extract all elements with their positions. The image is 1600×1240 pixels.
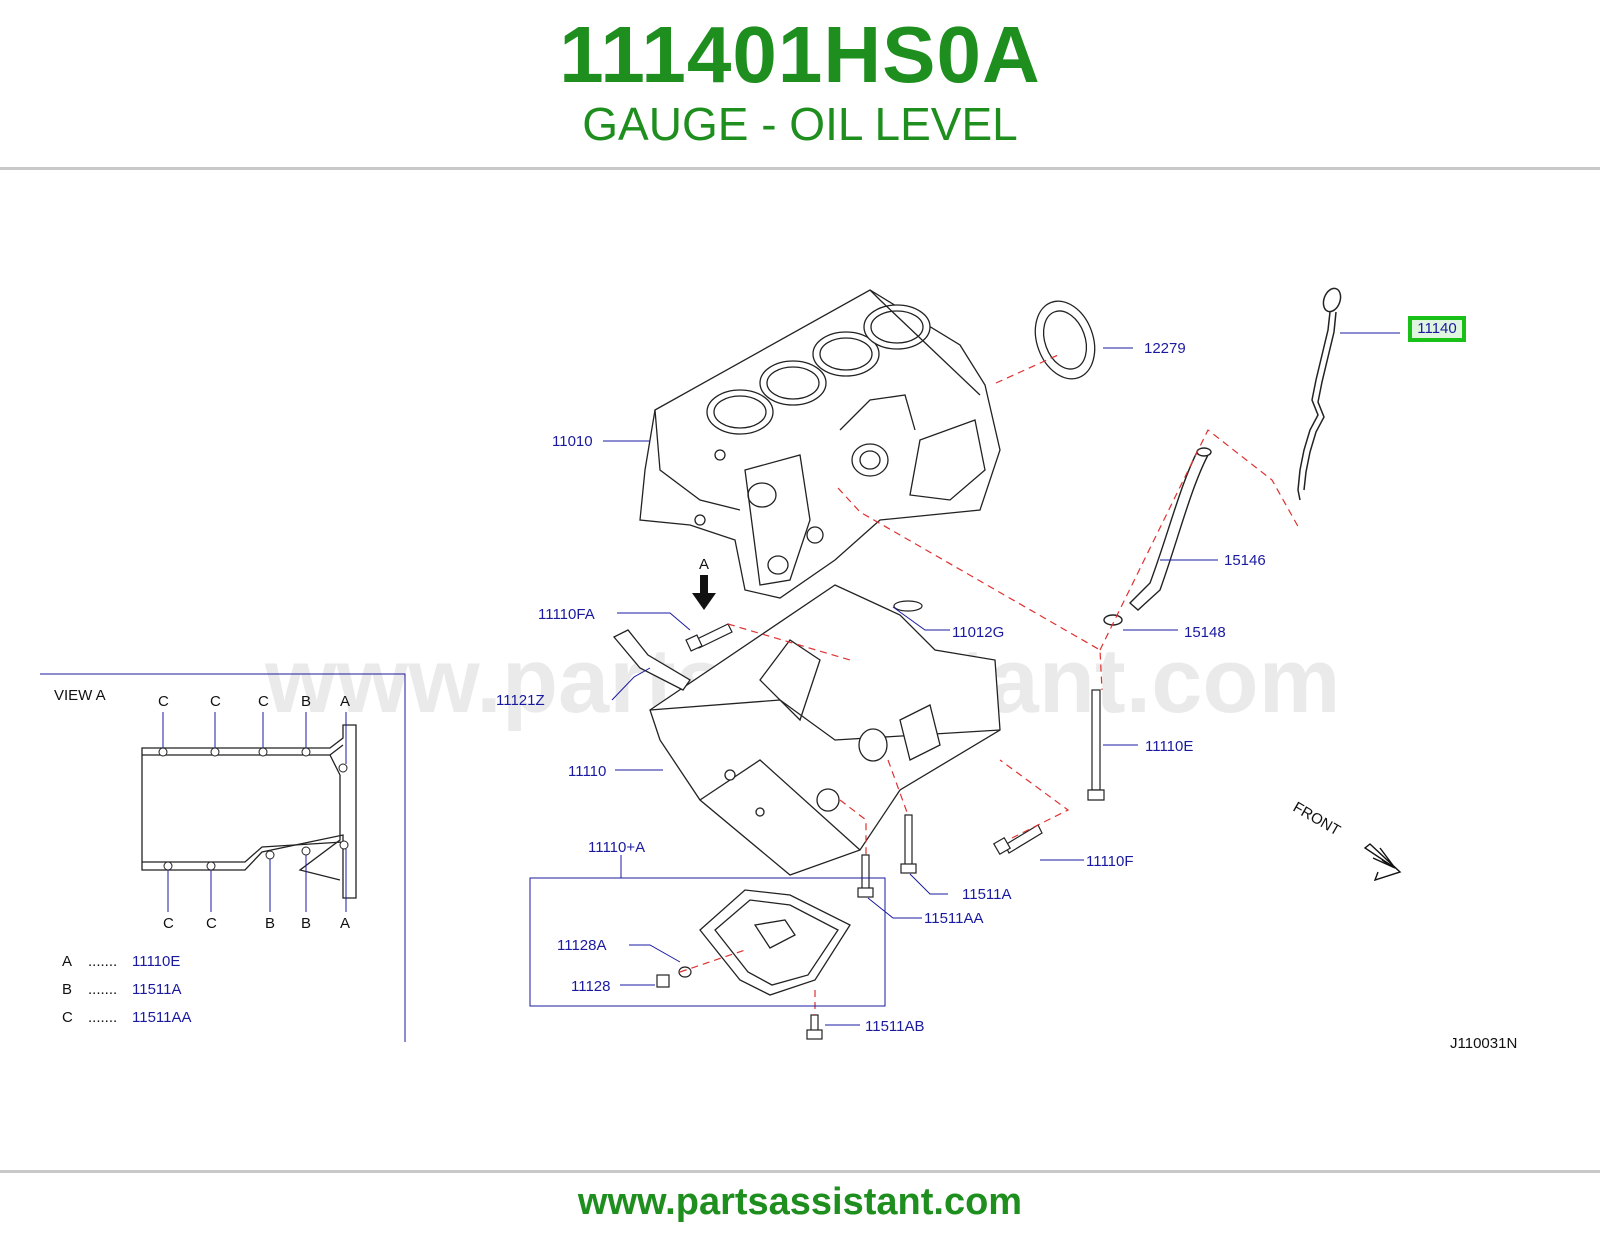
diagram-code: J110031N	[1450, 1035, 1517, 1052]
part-number-title: 111401HS0A	[559, 10, 1041, 99]
view-a-bolt-markers	[158, 747, 349, 871]
view-bottom-letter: C	[163, 915, 174, 932]
view-a-title: VIEW A	[54, 687, 106, 704]
callout-11110fa[interactable]: 11110FA	[538, 606, 595, 623]
legend-part-link[interactable]: 11511A	[132, 981, 182, 998]
view-arrow-a	[692, 575, 716, 610]
baffle-plate-drawing	[612, 629, 691, 691]
footer-divider	[0, 1170, 1600, 1173]
legend-part-link[interactable]: 11511AA	[132, 1009, 192, 1026]
callout-11010[interactable]: 11010	[552, 433, 593, 450]
callout-11121z[interactable]: 11121Z	[496, 692, 545, 709]
legend-key: C	[62, 1009, 73, 1026]
callout-11128a[interactable]: 11128A	[557, 937, 607, 954]
view-a-marker-leaders	[162, 712, 347, 912]
legend-dots: .......	[88, 1009, 117, 1026]
callout-leaders	[603, 332, 1400, 1026]
exploded-view-drawing: www.partsassistant.com	[40, 287, 1517, 1052]
view-a-panel: VIEW A C C C B A C C B B A A ....... 111…	[40, 673, 406, 1042]
callout-11511a[interactable]: 11511A	[962, 886, 1012, 903]
part-name-subtitle: GAUGE - OIL LEVEL	[582, 98, 1018, 150]
callout-11110e[interactable]: 11110E	[1145, 738, 1193, 755]
view-top-letter: C	[210, 693, 221, 710]
view-bottom-letter: A	[340, 915, 350, 932]
header-divider	[0, 167, 1600, 170]
callout-11110[interactable]: 11110	[568, 763, 606, 780]
view-top-letter: A	[340, 693, 350, 710]
callout-11012g[interactable]: 11012G	[952, 624, 1004, 641]
legend-dots: .......	[88, 953, 117, 970]
view-bottom-letter: B	[301, 915, 311, 932]
highlighted-part-11140[interactable]: 11140	[1408, 316, 1466, 342]
page-header: 111401HS0A GAUGE - OIL LEVEL	[0, 0, 1600, 168]
callout-12279[interactable]: 12279	[1144, 340, 1186, 357]
oil-pan-group-box	[529, 877, 886, 1007]
oil-seal-drawing	[1034, 300, 1096, 380]
legend-key: A	[62, 953, 72, 970]
cylinder-block-drawing	[639, 289, 1001, 599]
parts-diagram: www.partsassistant.com	[0, 170, 1600, 1150]
footer-website-link[interactable]: www.partsassistant.com	[577, 1181, 1023, 1223]
view-top-letter: B	[301, 693, 311, 710]
legend-dots: .......	[88, 981, 117, 998]
callout-11110f[interactable]: 11110F	[1086, 853, 1134, 870]
legend-part-link[interactable]: 11110E	[132, 953, 180, 970]
view-top-letter: C	[258, 693, 269, 710]
bolts-drawing	[656, 600, 1105, 1040]
callout-11511aa[interactable]: 11511AA	[924, 910, 984, 927]
oil-pan-drawing	[699, 889, 851, 996]
oil-level-gauge-drawing	[1297, 287, 1342, 501]
gauge-guide-tube-drawing	[1103, 447, 1212, 626]
front-arrow-icon	[1363, 843, 1402, 882]
view-bottom-letter: C	[206, 915, 217, 932]
callout-15146[interactable]: 15146	[1224, 552, 1266, 569]
view-bottom-letter: B	[265, 915, 275, 932]
assembly-guide-lines	[679, 354, 1301, 1015]
view-top-letter: C	[158, 693, 169, 710]
callout-11110-plus-a[interactable]: 11110+A	[588, 839, 645, 856]
callout-11511ab[interactable]: 11511AB	[865, 1018, 925, 1035]
legend-key: B	[62, 981, 72, 998]
callout-15148[interactable]: 15148	[1184, 624, 1226, 641]
callout-11128[interactable]: 11128	[571, 978, 611, 995]
lower-crankcase-drawing	[649, 584, 1001, 876]
arrow-a-label: A	[699, 556, 709, 573]
front-label: FRONT	[1290, 799, 1343, 840]
view-a-pan-outline	[141, 724, 357, 899]
